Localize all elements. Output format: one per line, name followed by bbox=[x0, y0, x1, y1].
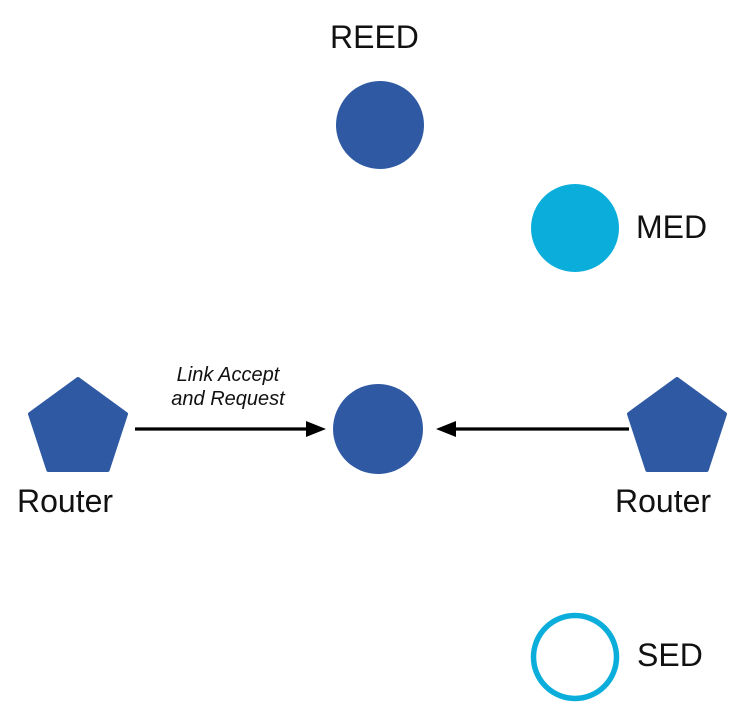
node-leader[interactable] bbox=[333, 384, 423, 474]
leader-circle-icon bbox=[333, 384, 423, 474]
reed-circle-icon bbox=[336, 81, 424, 169]
router-pentagon-icon bbox=[627, 377, 727, 472]
node-med-label: MED bbox=[636, 209, 708, 245]
sed-circle-outline-icon bbox=[530, 612, 620, 702]
node-reed-label: REED bbox=[330, 19, 419, 55]
node-router-left[interactable] bbox=[28, 377, 128, 472]
node-med[interactable] bbox=[531, 184, 619, 272]
router-pentagon-icon bbox=[28, 377, 128, 472]
node-router-left-label: Router bbox=[17, 483, 114, 519]
node-sed-label: SED bbox=[637, 637, 703, 673]
arrow-right-icon bbox=[135, 421, 326, 437]
node-router-right[interactable] bbox=[627, 377, 727, 472]
node-reed[interactable] bbox=[336, 81, 424, 169]
edge-router-left-to-leader[interactable] bbox=[130, 414, 330, 449]
edge-router-right-to-leader[interactable] bbox=[432, 414, 632, 449]
node-router-right-label: Router bbox=[615, 483, 712, 519]
arrow-left-icon bbox=[436, 421, 629, 437]
edge-left-label: Link Accept and Request bbox=[171, 364, 285, 410]
med-circle-icon bbox=[531, 184, 619, 272]
node-sed[interactable] bbox=[530, 612, 620, 702]
